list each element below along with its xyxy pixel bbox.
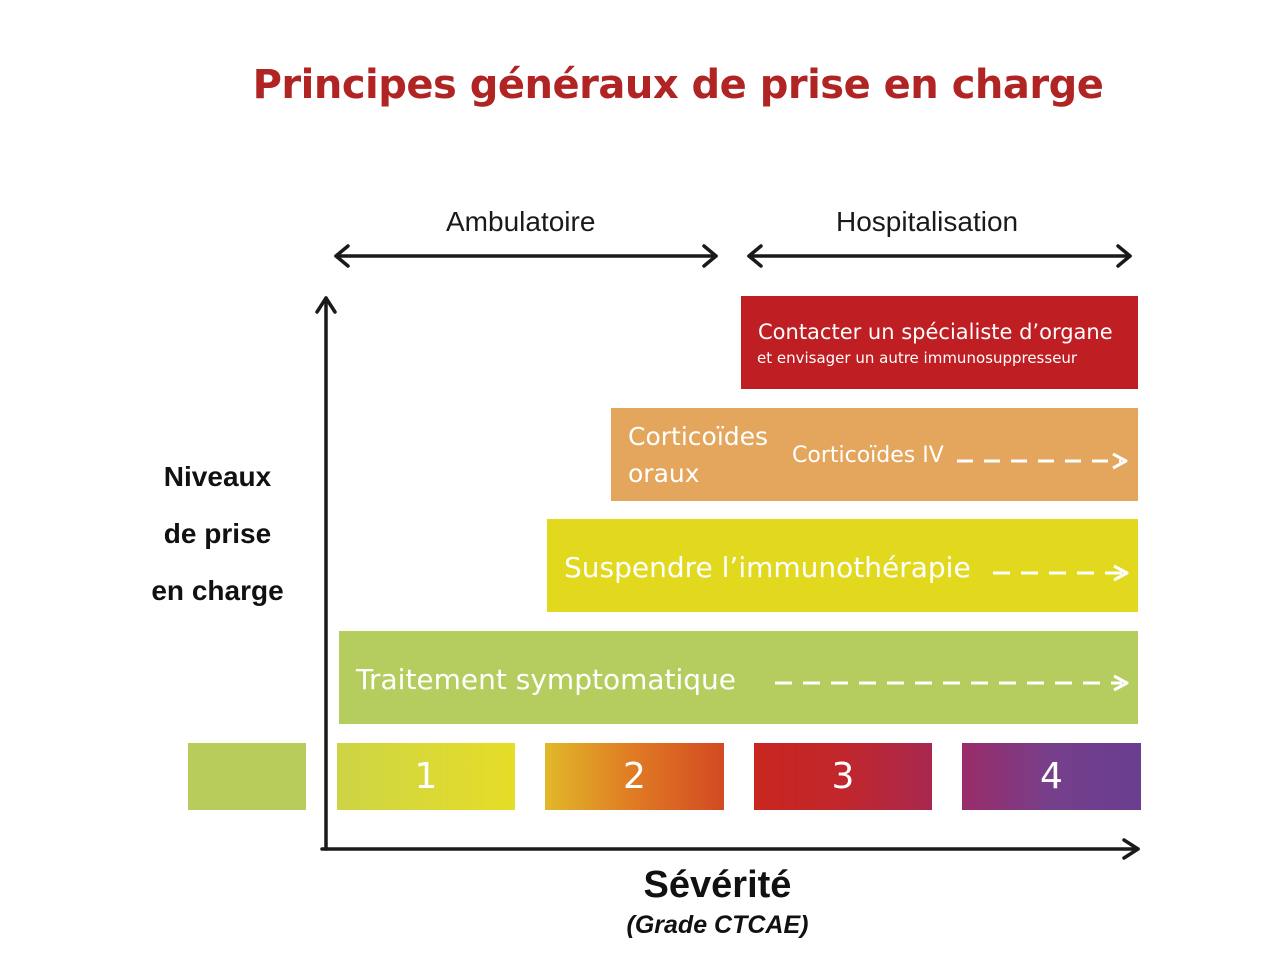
specialist-line2: et envisager un autre immunosuppresseur [757, 349, 1078, 367]
level-bar-symptomatic: Traitement symptomatique [339, 631, 1138, 724]
corticoids-oral-line2: oraux [628, 459, 700, 488]
y-axis-label-line1: Niveaux [163, 461, 272, 492]
phase-label-ambulatoire: Ambulatoire [446, 206, 596, 237]
x-axis-sublabel: (Grade CTCAE) [626, 911, 809, 939]
symptomatic-label: Traitement symptomatique [356, 663, 737, 696]
grade-1-block: 1 [337, 743, 515, 810]
grade-4-label: 4 [1040, 756, 1063, 797]
level-bar-suspend: Suspendre l’immunothérapie [547, 519, 1138, 612]
suspend-dashed-arrow [993, 564, 1129, 582]
ambulatoire-range-arrow [334, 244, 718, 268]
y-axis-label-line2: de prise [163, 518, 272, 549]
grade-4-block: 4 [962, 743, 1141, 810]
page-title: Principes généraux de prise en charge [252, 62, 1104, 108]
y-axis-label: Niveaux de prise en charge [130, 448, 305, 619]
corticoids-oral-line1: Corticoïdes [628, 422, 769, 451]
symptomatic-dashed-arrow [775, 674, 1129, 692]
grade-3-block: 3 [754, 743, 932, 810]
x-axis [320, 838, 1140, 860]
y-axis [315, 296, 337, 851]
grade-3-label: 3 [831, 756, 855, 797]
grade-0-swatch [188, 743, 306, 810]
hospitalisation-range-arrow [747, 244, 1132, 268]
grade-2-label: 2 [623, 756, 646, 797]
grade-2-block: 2 [545, 743, 724, 810]
phase-label-hospitalisation: Hospitalisation [836, 206, 1019, 237]
x-axis-label: Sévérité [643, 864, 792, 906]
y-axis-label-line3: en charge [151, 575, 284, 606]
corticoids-iv-dashed-arrow [957, 452, 1128, 470]
suspend-label: Suspendre l’immunothérapie [564, 551, 971, 584]
corticoids-iv-label: Corticoïdes IV [792, 443, 944, 468]
level-bar-specialist: Contacter un spécialiste d’organe et env… [741, 296, 1138, 389]
level-bar-corticoids: Corticoïdes oraux Corticoïdes IV [611, 408, 1138, 501]
specialist-line1: Contacter un spécialiste d’organe [758, 320, 1113, 344]
grade-1-label: 1 [414, 756, 438, 797]
